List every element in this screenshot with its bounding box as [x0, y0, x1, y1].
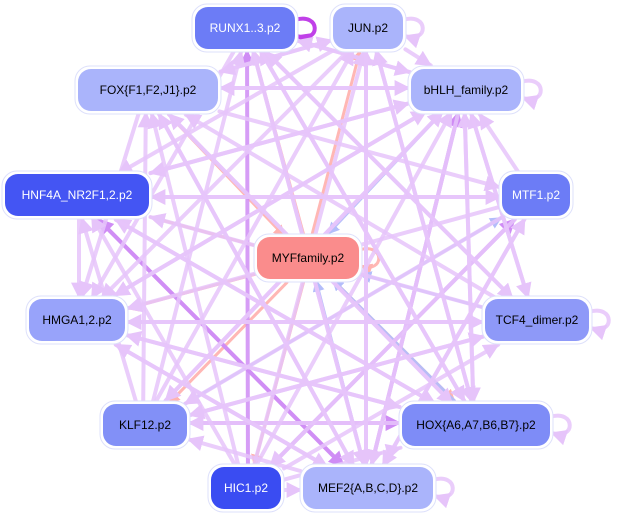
node-box	[195, 7, 295, 49]
node-label: MTF1.p2	[512, 188, 560, 202]
edge-mtf1-to-bhlh	[477, 112, 522, 176]
node-jun[interactable]: JUN.p2	[329, 3, 407, 53]
node-box	[5, 174, 149, 216]
edge-hnf4a-to-bhlh	[148, 99, 411, 176]
self-loop-edge	[431, 476, 455, 509]
node-fox[interactable]: FOX{F1,F2,J1}.p2	[74, 65, 222, 115]
node-box	[333, 7, 403, 49]
node-hmga[interactable]: HMGA1,2.p2	[25, 295, 129, 345]
edge-runx-to-tcf4	[264, 50, 515, 301]
node-hnf4a[interactable]: HNF4A_NR2F1,2.p2	[1, 170, 153, 220]
node-box	[485, 299, 589, 341]
node-myf[interactable]: MYFfamily.p2	[253, 233, 363, 283]
node-hic1[interactable]: HIC1.p2	[207, 463, 285, 513]
edge-hic1-to-runx	[239, 48, 256, 467]
node-box	[78, 69, 218, 111]
node-label: MYFfamily.p2	[272, 251, 345, 265]
node-hox[interactable]: HOX{A6,A7,B6,B7}.p2	[398, 400, 554, 450]
edge-runx-to-hox	[258, 47, 467, 403]
node-box	[502, 174, 570, 216]
node-box	[303, 467, 433, 509]
node-label: FOX{F1,F2,J1}.p2	[100, 83, 197, 97]
node-box	[103, 404, 187, 446]
node-box	[29, 299, 125, 341]
node-mtf1[interactable]: MTF1.p2	[498, 170, 574, 220]
edges-layer	[71, 16, 611, 509]
edge-hic1-to-bhlh	[254, 110, 454, 467]
self-loop-edge	[401, 16, 425, 49]
node-label: HMGA1,2.p2	[42, 313, 112, 327]
self-loop-edge	[519, 78, 543, 111]
node-tcf4[interactable]: TCF4_dimer.p2	[481, 295, 593, 345]
node-label: MEF2{A,B,C,D}.p2	[318, 481, 418, 495]
edge-tcf4-to-fox	[183, 112, 500, 301]
node-label: TCF4_dimer.p2	[496, 313, 579, 327]
self-loop-edge	[548, 413, 572, 446]
edge-hmga-to-bhlh	[112, 109, 429, 298]
edge-jun-to-bhlh	[403, 47, 433, 68]
node-klf12[interactable]: KLF12.p2	[99, 400, 191, 450]
node-box	[411, 69, 521, 111]
self-loop-edge	[587, 308, 611, 341]
node-label: HNF4A_NR2F1,2.p2	[22, 188, 133, 202]
node-runx[interactable]: RUNX1..3.p2	[191, 3, 299, 53]
edge-hmga-to-mef2	[113, 342, 330, 469]
edge-hnf4a-to-hox	[113, 217, 438, 406]
node-label: KLF12.p2	[119, 418, 171, 432]
node-box	[257, 237, 359, 279]
node-box	[402, 404, 550, 446]
edge-mtf1-to-klf12	[183, 215, 504, 406]
node-label: HOX{A6,A7,B6,B7}.p2	[416, 418, 536, 432]
node-label: RUNX1..3.p2	[210, 21, 281, 35]
node-mef2[interactable]: MEF2{A,B,C,D}.p2	[299, 463, 437, 513]
node-label: bHLH_family.p2	[424, 83, 509, 97]
edge-fox-to-mef2	[156, 111, 356, 468]
node-bhlh[interactable]: bHLH_family.p2	[407, 65, 525, 115]
node-label: JUN.p2	[348, 21, 388, 35]
node-box	[211, 467, 281, 509]
edge-hmga-to-hox	[124, 333, 402, 412]
node-label: HIC1.p2	[224, 481, 268, 495]
